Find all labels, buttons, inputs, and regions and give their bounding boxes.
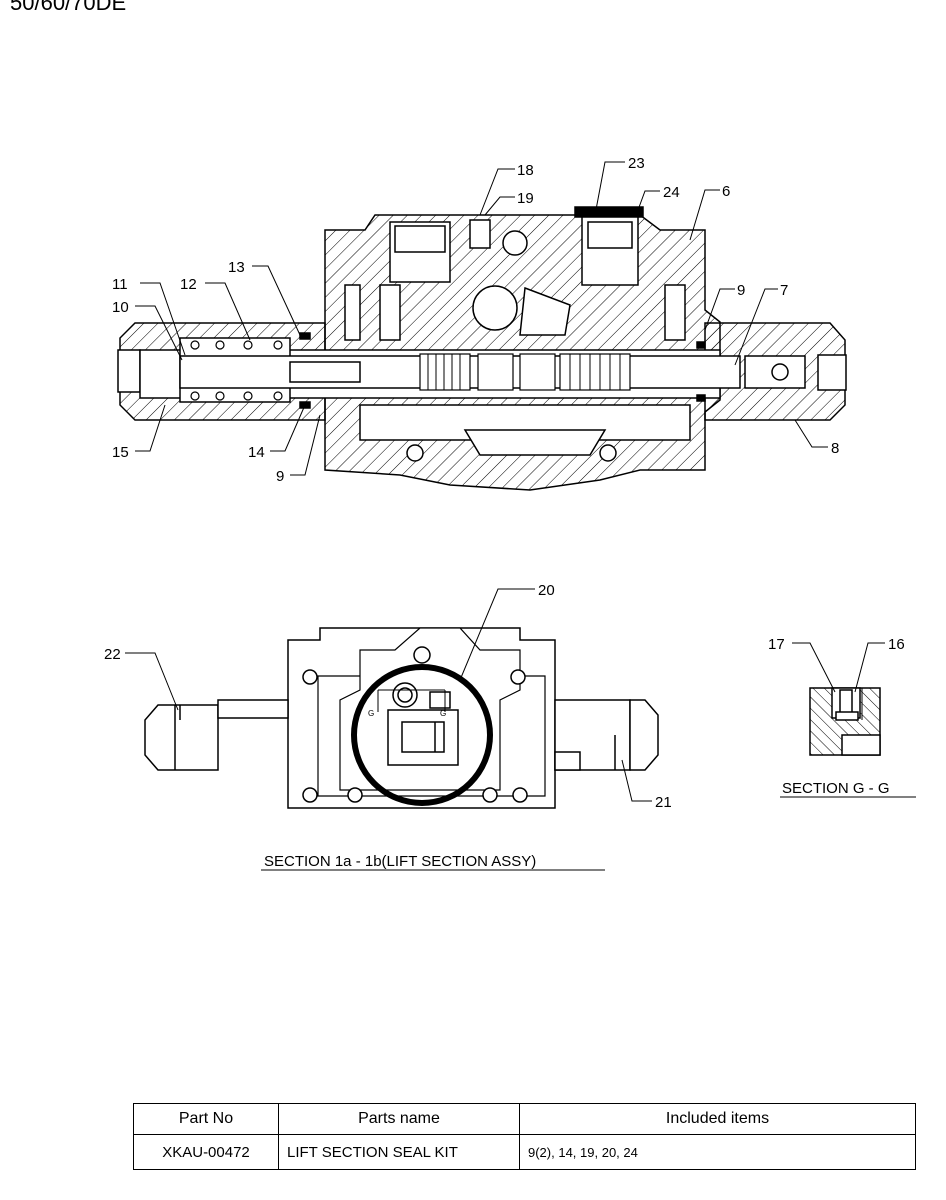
callout-17: 17: [768, 636, 785, 653]
callout-9a: 9: [737, 282, 745, 299]
callout-8: 8: [831, 440, 839, 457]
cell-part-no: XKAU-00472: [133, 1134, 279, 1170]
table-row: XKAU-00472 LIFT SECTION SEAL KIT 9(2), 1…: [133, 1134, 916, 1170]
callout-15: 15: [112, 444, 129, 461]
callout-9b: 9: [276, 468, 284, 485]
callout-19: 19: [517, 190, 534, 207]
section-lift-label: SECTION 1a - 1b(LIFT SECTION ASSY): [264, 853, 536, 870]
callout-24: 24: [663, 184, 680, 201]
page-title: 50/60/70DE: [10, 0, 127, 15]
callout-leaders-middle: [125, 588, 652, 802]
top-section-view: [117, 206, 847, 491]
section-gg-view: [809, 687, 881, 756]
table-header-row: Part No Parts name Included items: [133, 1103, 916, 1135]
callout-10: 10: [112, 299, 129, 316]
callout-6: 6: [722, 183, 730, 200]
callout-22: 22: [104, 646, 121, 663]
callout-13: 13: [228, 259, 245, 276]
callout-leaders-top: [135, 161, 828, 476]
callout-16: 16: [888, 636, 905, 653]
callout-14: 14: [248, 444, 265, 461]
callout-23: 23: [628, 155, 645, 172]
middle-plan-view: [144, 627, 659, 809]
spring: [190, 340, 283, 401]
cell-included-items: 9(2), 14, 19, 20, 24: [519, 1134, 916, 1170]
g-marker-right: G: [440, 709, 446, 718]
callout-20: 20: [538, 582, 555, 599]
header-included-items: Included items: [519, 1103, 916, 1135]
callout-21: 21: [655, 794, 672, 811]
header-part-no: Part No: [133, 1103, 279, 1135]
callout-11: 11: [112, 276, 128, 293]
callout-12: 12: [180, 276, 197, 293]
section-gg-label: SECTION G - G: [782, 780, 890, 797]
header-parts-name: Parts name: [278, 1103, 520, 1135]
g-marker-left: G: [368, 709, 374, 718]
parts-table: Part No Parts name Included items XKAU-0…: [133, 1103, 916, 1170]
o-ring-20: [351, 664, 493, 806]
callout-leaders-gg: [792, 642, 885, 693]
cell-parts-name: LIFT SECTION SEAL KIT: [278, 1134, 520, 1170]
callout-18: 18: [517, 162, 534, 179]
callout-7: 7: [780, 282, 788, 299]
